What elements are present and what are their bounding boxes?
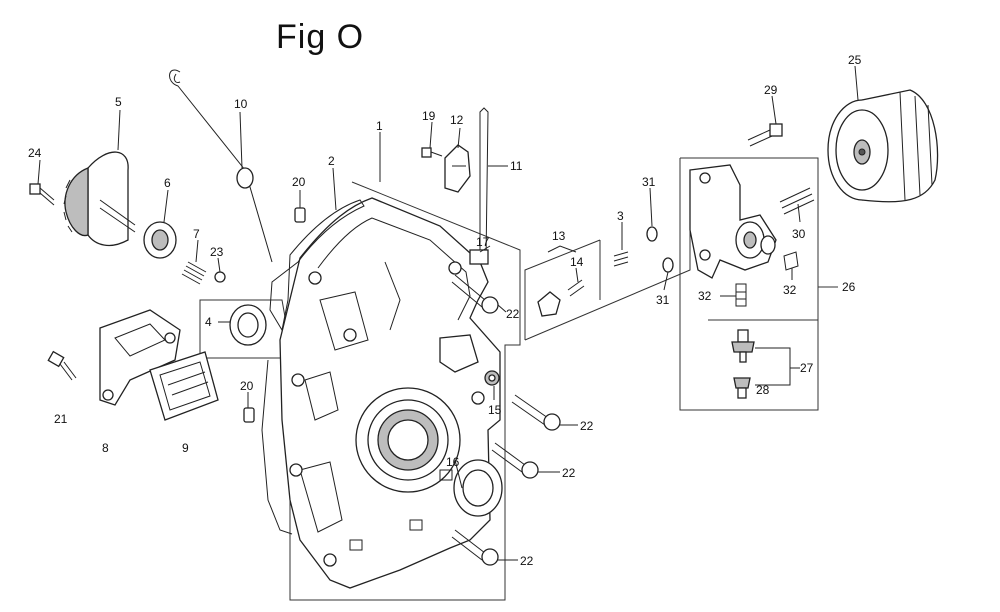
callout-20-upper: 20 [292, 175, 306, 189]
washer-31-upper [646, 226, 658, 242]
oil-pump-body [99, 309, 181, 406]
screw-14 [567, 279, 585, 297]
bolt-24 [29, 183, 55, 206]
part-27-bracket-lower [755, 368, 791, 386]
flange-bolt-22d [451, 529, 499, 566]
crank-oil-seal [453, 459, 503, 517]
callout-31-lower: 31 [656, 293, 670, 307]
callout-7: 7 [193, 227, 200, 241]
callout-23: 23 [210, 245, 224, 259]
oil-screen [149, 351, 219, 421]
callout-32-left: 32 [698, 289, 712, 303]
nut-15 [484, 370, 500, 386]
callout-8: 8 [102, 441, 109, 455]
callout-32-right: 32 [783, 283, 797, 297]
callout-22-a: 22 [506, 307, 520, 321]
callout-21: 21 [54, 412, 68, 426]
figure-title: Fig O [276, 18, 365, 56]
callout-29: 29 [764, 83, 778, 97]
callout-22-d: 22 [520, 554, 534, 568]
callout-19: 19 [422, 109, 436, 123]
dowel-pin-lower [243, 407, 255, 423]
callout-10: 10 [234, 97, 248, 111]
bolt-19 [421, 147, 443, 158]
gasket-lower-edge [261, 359, 293, 535]
crankcase-cover [279, 197, 501, 589]
dipstick [169, 69, 273, 263]
callout-27: 27 [800, 361, 814, 375]
callout-1: 1 [376, 119, 383, 133]
callout-26: 26 [842, 280, 856, 294]
leader-lines [37, 65, 859, 561]
spring-3 [613, 251, 629, 267]
callout-11: 11 [510, 159, 523, 173]
callout-17: 17 [476, 235, 490, 249]
cover-assembly-box [199, 181, 521, 601]
governor-gear [63, 151, 136, 247]
callout-15: 15 [488, 403, 502, 417]
oil-seal [229, 304, 267, 346]
sensor-fitting-28 [733, 377, 751, 399]
callout-6: 6 [164, 176, 171, 190]
governor-collar [143, 221, 177, 259]
callout-16: 16 [446, 455, 460, 469]
callout-22-c: 22 [562, 466, 576, 480]
stud-30 [779, 187, 815, 215]
oil-filter-base-box [679, 157, 819, 411]
flange-bolt-22c [491, 442, 539, 479]
callout-3: 3 [617, 209, 624, 223]
callout-30: 30 [792, 227, 806, 241]
relief-ball [214, 271, 226, 283]
breather-tube [479, 107, 489, 261]
callout-14: 14 [570, 255, 584, 269]
callout-22-b: 22 [580, 419, 594, 433]
callout-4: 4 [205, 315, 212, 329]
plate-17 [469, 249, 489, 265]
callout-5: 5 [115, 95, 122, 109]
breather-clamp [444, 144, 471, 193]
callout-9: 9 [182, 441, 189, 455]
plug-32-left [735, 283, 747, 307]
flange-bolt-22a [451, 274, 499, 314]
bolt-21 [47, 350, 77, 381]
callout-25: 25 [848, 53, 862, 67]
callout-2: 2 [328, 154, 335, 168]
callout-24: 24 [28, 146, 42, 160]
part-27-bracket [755, 347, 800, 369]
callout-13: 13 [552, 229, 566, 243]
washer-31-lower [662, 257, 674, 273]
oil-pressure-switch [731, 329, 755, 363]
plug-32-right [783, 251, 799, 271]
oil-filter-cartridge [827, 89, 939, 203]
dowel-pin-upper [294, 207, 306, 223]
callout-20-lower: 20 [240, 379, 254, 393]
callout-12: 12 [450, 113, 464, 127]
flange-bolt-22b [511, 394, 561, 431]
callout-labels: 5 24 6 7 23 4 10 20 20 2 1 19 12 11 17 2… [28, 53, 862, 568]
relief-spring [181, 261, 207, 285]
callout-28: 28 [756, 383, 770, 397]
oil-filter-base [689, 164, 777, 279]
callout-31-upper: 31 [642, 175, 656, 189]
bolt-29 [747, 123, 783, 147]
oil-level-switch [537, 291, 561, 317]
part-3-box [524, 230, 691, 341]
gasket [269, 199, 365, 332]
part-13-box [524, 239, 601, 340]
